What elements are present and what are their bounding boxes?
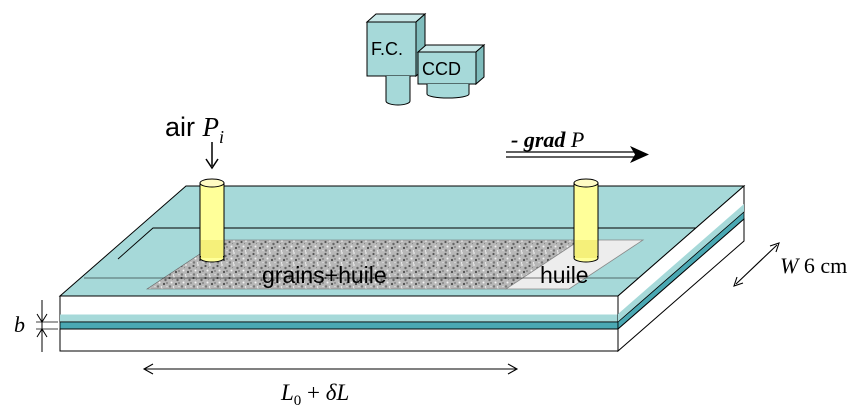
- grad-p-text: - grad P: [511, 127, 584, 152]
- front-bottom-glass: [59, 328, 619, 352]
- length-delta: δL: [326, 380, 349, 405]
- grad-symbol: P: [570, 127, 584, 152]
- air-pressure-label: air Pi: [165, 112, 224, 147]
- length-plus: +: [301, 380, 325, 405]
- pressure-subscript: i: [219, 127, 224, 147]
- outlet-tube: [573, 178, 599, 263]
- width-value: 6 cm: [798, 253, 847, 278]
- hele-shaw-cell: grains+huile huile: [58, 178, 746, 353]
- gap-dimension: b: [14, 300, 58, 352]
- side-top-glass-tint: [618, 204, 744, 322]
- pressure-symbol: P: [202, 112, 220, 142]
- length-dimension: L0 + δL: [142, 363, 519, 409]
- ccd-label: CCD: [422, 59, 461, 79]
- fc-lens: [385, 76, 411, 106]
- air-inlet-label: air Pi: [165, 112, 224, 170]
- length-L: L: [280, 380, 294, 405]
- side-bottom-glass: [617, 217, 745, 353]
- minus-grad: - grad: [511, 127, 571, 152]
- width-dimension: W 6 cm: [733, 242, 847, 287]
- ccd-box-side: [475, 43, 485, 86]
- air-arrow-head: [205, 158, 219, 170]
- fc-box: [366, 21, 417, 77]
- grains-oil-label: grains+huile: [262, 262, 387, 288]
- width-label: W 6 cm: [780, 253, 847, 278]
- cell-inner-edge: [117, 227, 720, 260]
- ccd-box-top: [416, 44, 486, 53]
- front-fluid-gap: [59, 321, 619, 330]
- length-label: L0 + δL: [280, 380, 349, 409]
- ccd-lens: [426, 84, 470, 99]
- oil-label: huile: [540, 262, 589, 288]
- grad-arrow-head: [630, 146, 649, 163]
- fc-label: F.C.: [371, 39, 403, 59]
- width-symbol: W: [780, 253, 800, 278]
- air-text: air: [165, 112, 203, 142]
- fc-box-top: [365, 13, 427, 23]
- inlet-tube: [199, 178, 225, 263]
- pressure-gradient-label: - grad P: [506, 127, 649, 163]
- camera-assembly: F.C. CCD: [365, 12, 486, 106]
- length-sub: 0: [294, 393, 302, 409]
- gap-label: b: [14, 312, 25, 337]
- oil-region: [504, 239, 645, 290]
